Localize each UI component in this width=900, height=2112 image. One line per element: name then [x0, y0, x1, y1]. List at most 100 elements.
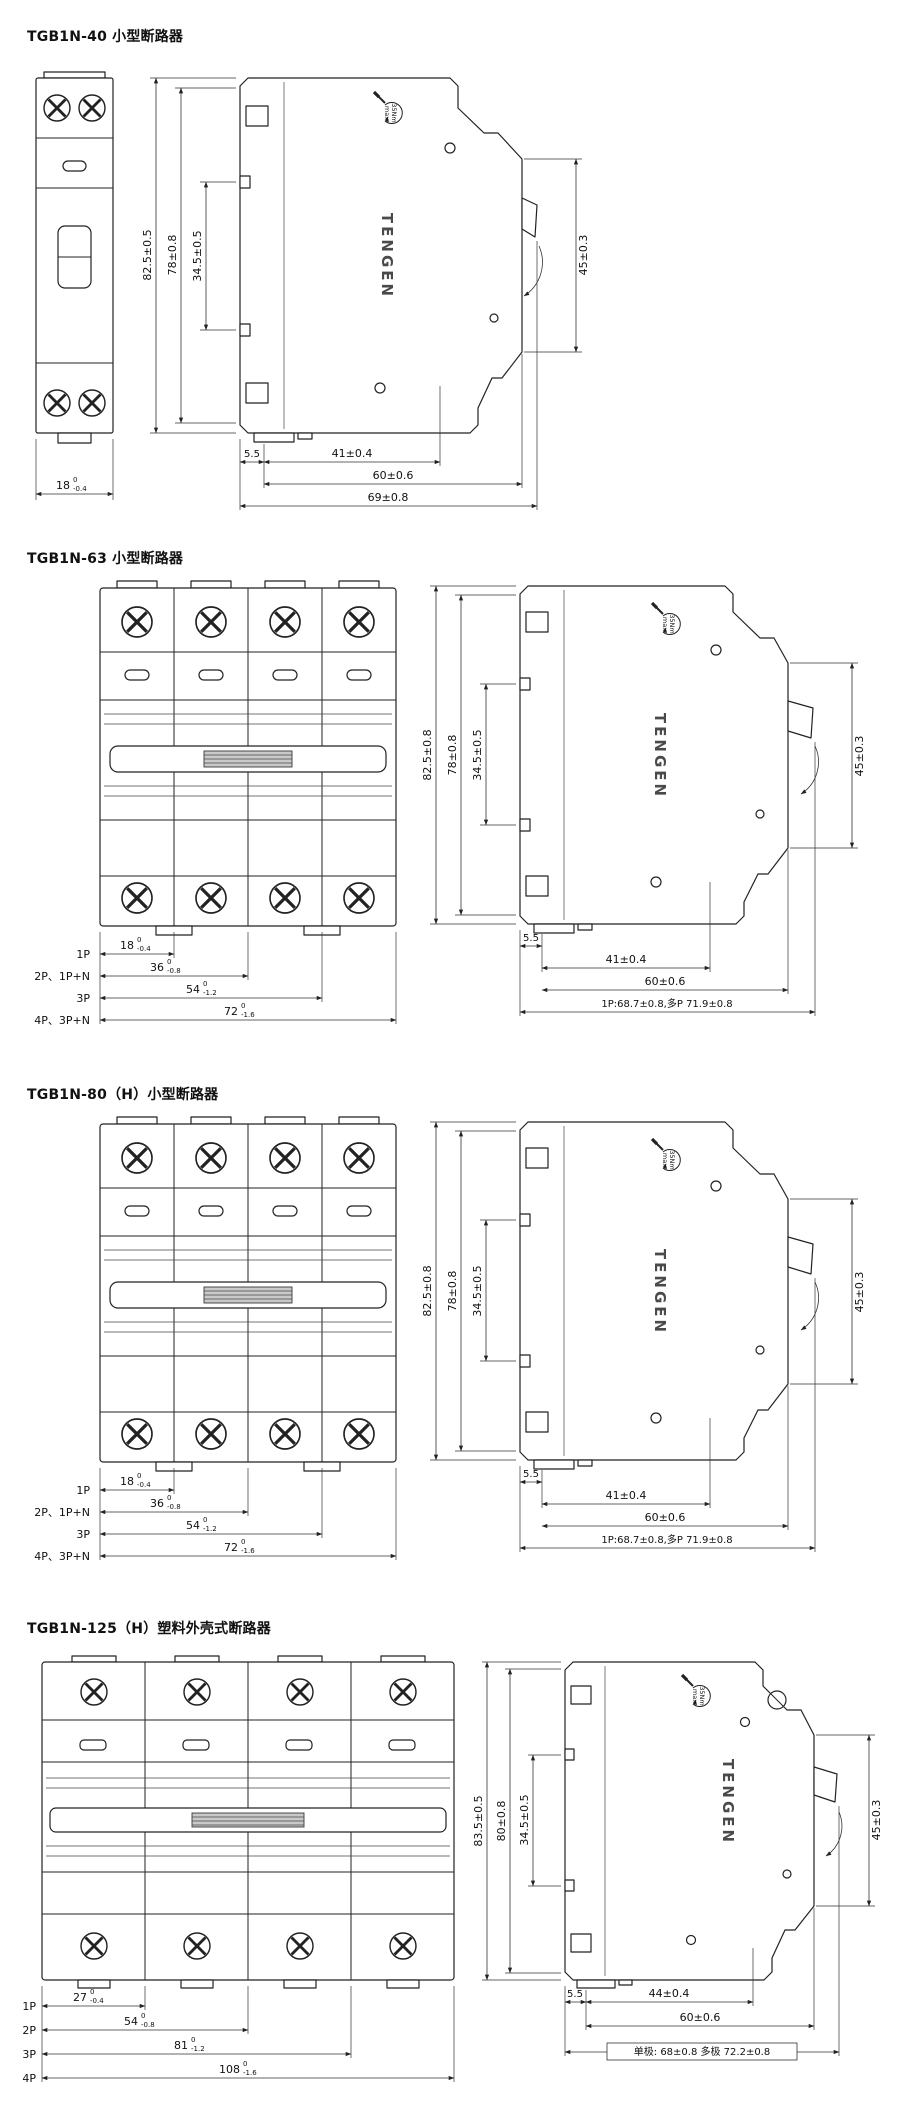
toggle-lever — [813, 1766, 838, 1803]
dim-depth-total: 1P:68.7±0.8,多P 71.9±0.8 — [601, 997, 732, 1010]
dim-width-upper-tol: 0 — [73, 476, 77, 484]
dim-row-value: 108 — [219, 2063, 240, 2076]
dim-row-lower-tol: -1.6 — [241, 1547, 255, 1555]
section-title: TGB1N-40 小型断路器 — [27, 29, 184, 45]
rivet-hole — [374, 382, 386, 394]
dim-row-value: 54 — [186, 983, 200, 996]
dim-row-label: 4P、3P+N — [34, 1550, 90, 1563]
dim-row-value: 27 — [73, 1991, 87, 2004]
drawing-tgb1n63: 1P 2P、1P+N 3P 4P、3P+N 18 0 -0.4 36 0 -0.… — [34, 572, 866, 1027]
din-clip-tab — [180, 1979, 214, 1989]
torque-icon: 35Nm max — [372, 90, 404, 126]
breaker-drawing — [100, 581, 858, 1024]
torque-icon: 35Nm max — [680, 1673, 712, 1709]
rivet-hole — [685, 1934, 697, 1946]
dim-row-lower-tol: -0.8 — [167, 1503, 181, 1511]
dim-depth-a: 41±0.4 — [332, 447, 373, 460]
rail-notch — [564, 1748, 575, 1761]
dim-row-upper-tol: 0 — [203, 980, 207, 988]
dim-height-total: 82.5±0.8 — [421, 1265, 434, 1316]
dim-row-label: 4P、3P+N — [34, 1014, 90, 1027]
dim-panel-height: 45±0.3 — [577, 235, 590, 276]
section-title: TGB1N-80（H）小型断路器 — [27, 1087, 219, 1103]
torque-value: 35Nm — [390, 103, 398, 122]
dim-row-label: 4P — [22, 2072, 36, 2085]
dim-row-label: 2P、1P+N — [34, 1506, 90, 1519]
dim-row-lower-tol: -1.6 — [241, 1011, 255, 1019]
din-clip-tab — [57, 432, 92, 444]
dim-row-value: 18 — [120, 939, 134, 952]
dim-row-lower-tol: -1.2 — [203, 989, 217, 997]
din-clip-tab — [77, 1979, 111, 1989]
dim-row-lower-tol: -1.2 — [191, 2045, 205, 2053]
rail-notch — [239, 323, 251, 337]
terminal-opening — [570, 1933, 592, 1953]
side-dimension-labels: 82.5±0.8 78±0.8 34.5±0.5 45±0.3 5.5 41±0… — [421, 1265, 866, 1546]
dim-panel-height: 45±0.3 — [853, 736, 866, 777]
drawing-tgb1n125h: 1P 2P 3P 4P 27 0 -0.4 54 0 -0.8 81 0 -1.… — [22, 1655, 883, 2085]
torque-icon: 35Nm max — [650, 601, 682, 637]
front-dimension-lines: 1P 2P 3P 4P 27 0 -0.4 54 0 -0.8 81 0 -1.… — [22, 1986, 455, 2085]
front-view-4p — [41, 1655, 455, 1989]
dim-depth-b: 60±0.6 — [645, 1511, 686, 1524]
dim-row-label: 3P — [22, 2048, 36, 2061]
dim-offset: 5.5 — [523, 933, 539, 944]
dim-depth-total: 69±0.8 — [368, 491, 409, 504]
din-clip-tab — [386, 1979, 420, 1989]
dim-row-lower-tol: -0.4 — [90, 1997, 104, 2005]
dim-height-body: 78±0.8 — [446, 735, 459, 776]
dim-depth-total: 单极: 68±0.8 多极 72.2±0.8 — [634, 2045, 770, 2058]
din-clip-tab — [283, 1979, 317, 1989]
brand-logo: TENGEN — [378, 213, 396, 299]
rail-notch — [564, 1879, 575, 1892]
dim-width-lower-tol: -0.4 — [73, 485, 87, 493]
dim-offset: 5.5 — [567, 1989, 583, 2000]
dim-height-total: 82.5±0.8 — [421, 729, 434, 780]
torque-value: 35Nm — [668, 614, 676, 633]
dim-height-body: 78±0.8 — [446, 1271, 459, 1312]
toggle-lever — [521, 197, 538, 238]
dim-row-upper-tol: 0 — [243, 2060, 247, 2068]
dim-height-body: 78±0.8 — [166, 235, 179, 276]
dim-row-lower-tol: -1.6 — [243, 2069, 257, 2077]
terminal-opening — [245, 382, 269, 404]
front-dimension-lines: 18 0 -0.4 — [35, 439, 114, 500]
dim-depth-a: 41±0.4 — [606, 953, 647, 966]
dim-height-body: 80±0.8 — [495, 1801, 508, 1842]
side-dimension-lines: 82.5±0.5 78±0.8 34.5±0.5 45±0.3 5.5 41±0… — [141, 77, 590, 510]
dim-row-upper-tol: 0 — [241, 1538, 245, 1546]
dim-depth-total: 1P:68.7±0.8,多P 71.9±0.8 — [601, 1533, 732, 1546]
dim-rail-slot: 34.5±0.5 — [518, 1794, 531, 1845]
torque-value: 35Nm — [668, 1150, 676, 1169]
dim-row-value: 18 — [120, 1475, 134, 1488]
rivet-hole — [782, 1869, 792, 1879]
dim-row-upper-tol: 0 — [137, 1472, 141, 1480]
toggle-arc-arrow — [825, 1811, 843, 1857]
rivet-hole — [489, 313, 499, 323]
side-dimension-lines: 83.5±0.5 80±0.8 34.5±0.5 45±0.3 5.5 44±0… — [472, 1661, 883, 2061]
dim-row-upper-tol: 0 — [167, 1494, 171, 1502]
dim-row-value: 72 — [224, 1005, 238, 1018]
torque-icon: 35Nm max — [650, 1137, 682, 1173]
brand-logo: TENGEN — [719, 1759, 737, 1845]
section-title: TGB1N-125（H）塑料外壳式断路器 — [27, 1621, 271, 1637]
terminal-opening — [245, 105, 269, 127]
dim-depth-total-box — [606, 2042, 798, 2061]
torque-max: max — [661, 1153, 669, 1167]
dim-row-lower-tol: -0.4 — [137, 945, 151, 953]
dim-depth-a: 41±0.4 — [606, 1489, 647, 1502]
dim-row-upper-tol: 0 — [241, 1002, 245, 1010]
terminal-opening — [570, 1685, 592, 1705]
rivet-hole — [444, 142, 456, 154]
brand-logo: TENGEN — [651, 713, 669, 799]
dim-height-total: 82.5±0.5 — [141, 229, 154, 280]
dim-row-label: 1P — [22, 2000, 36, 2013]
dim-row-upper-tol: 0 — [90, 1988, 94, 1996]
dim-row-value: 54 — [124, 2015, 138, 2028]
torque-value: 35Nm — [698, 1686, 706, 1705]
dim-row-upper-tol: 0 — [141, 2012, 145, 2020]
dim-row-lower-tol: -0.8 — [141, 2021, 155, 2029]
front-view-1p — [35, 71, 114, 444]
din-clip — [253, 432, 295, 443]
